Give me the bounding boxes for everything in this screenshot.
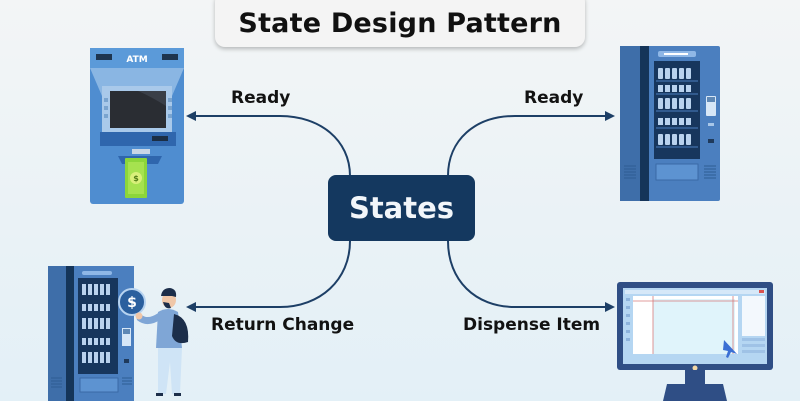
arrow-ready-left	[188, 115, 351, 177]
states-node: States	[328, 175, 475, 241]
label-return-change: Return Change	[211, 315, 355, 335]
arrow-return-change	[188, 240, 351, 308]
vending-machine-illustration	[620, 46, 720, 201]
label-ready-right: Ready	[524, 88, 584, 108]
title-card: State Design Pattern	[215, 0, 585, 47]
atm-sign: ATM	[126, 55, 147, 65]
person-vending-illustration: $	[48, 266, 189, 401]
coin-icon	[118, 288, 146, 316]
svg-text:$: $	[127, 295, 137, 311]
arrow-dispense-item	[447, 240, 606, 308]
computer-monitor-illustration	[617, 282, 773, 401]
atm-illustration: ATM $	[90, 48, 184, 204]
label-ready-left: Ready	[231, 88, 291, 108]
arrow-ready-right	[447, 115, 606, 177]
svg-text:$: $	[133, 174, 139, 183]
states-label: States	[348, 191, 455, 225]
cursor-icon	[723, 340, 737, 358]
label-dispense-item: Dispense Item	[463, 315, 601, 335]
page-title: State Design Pattern	[238, 8, 562, 39]
